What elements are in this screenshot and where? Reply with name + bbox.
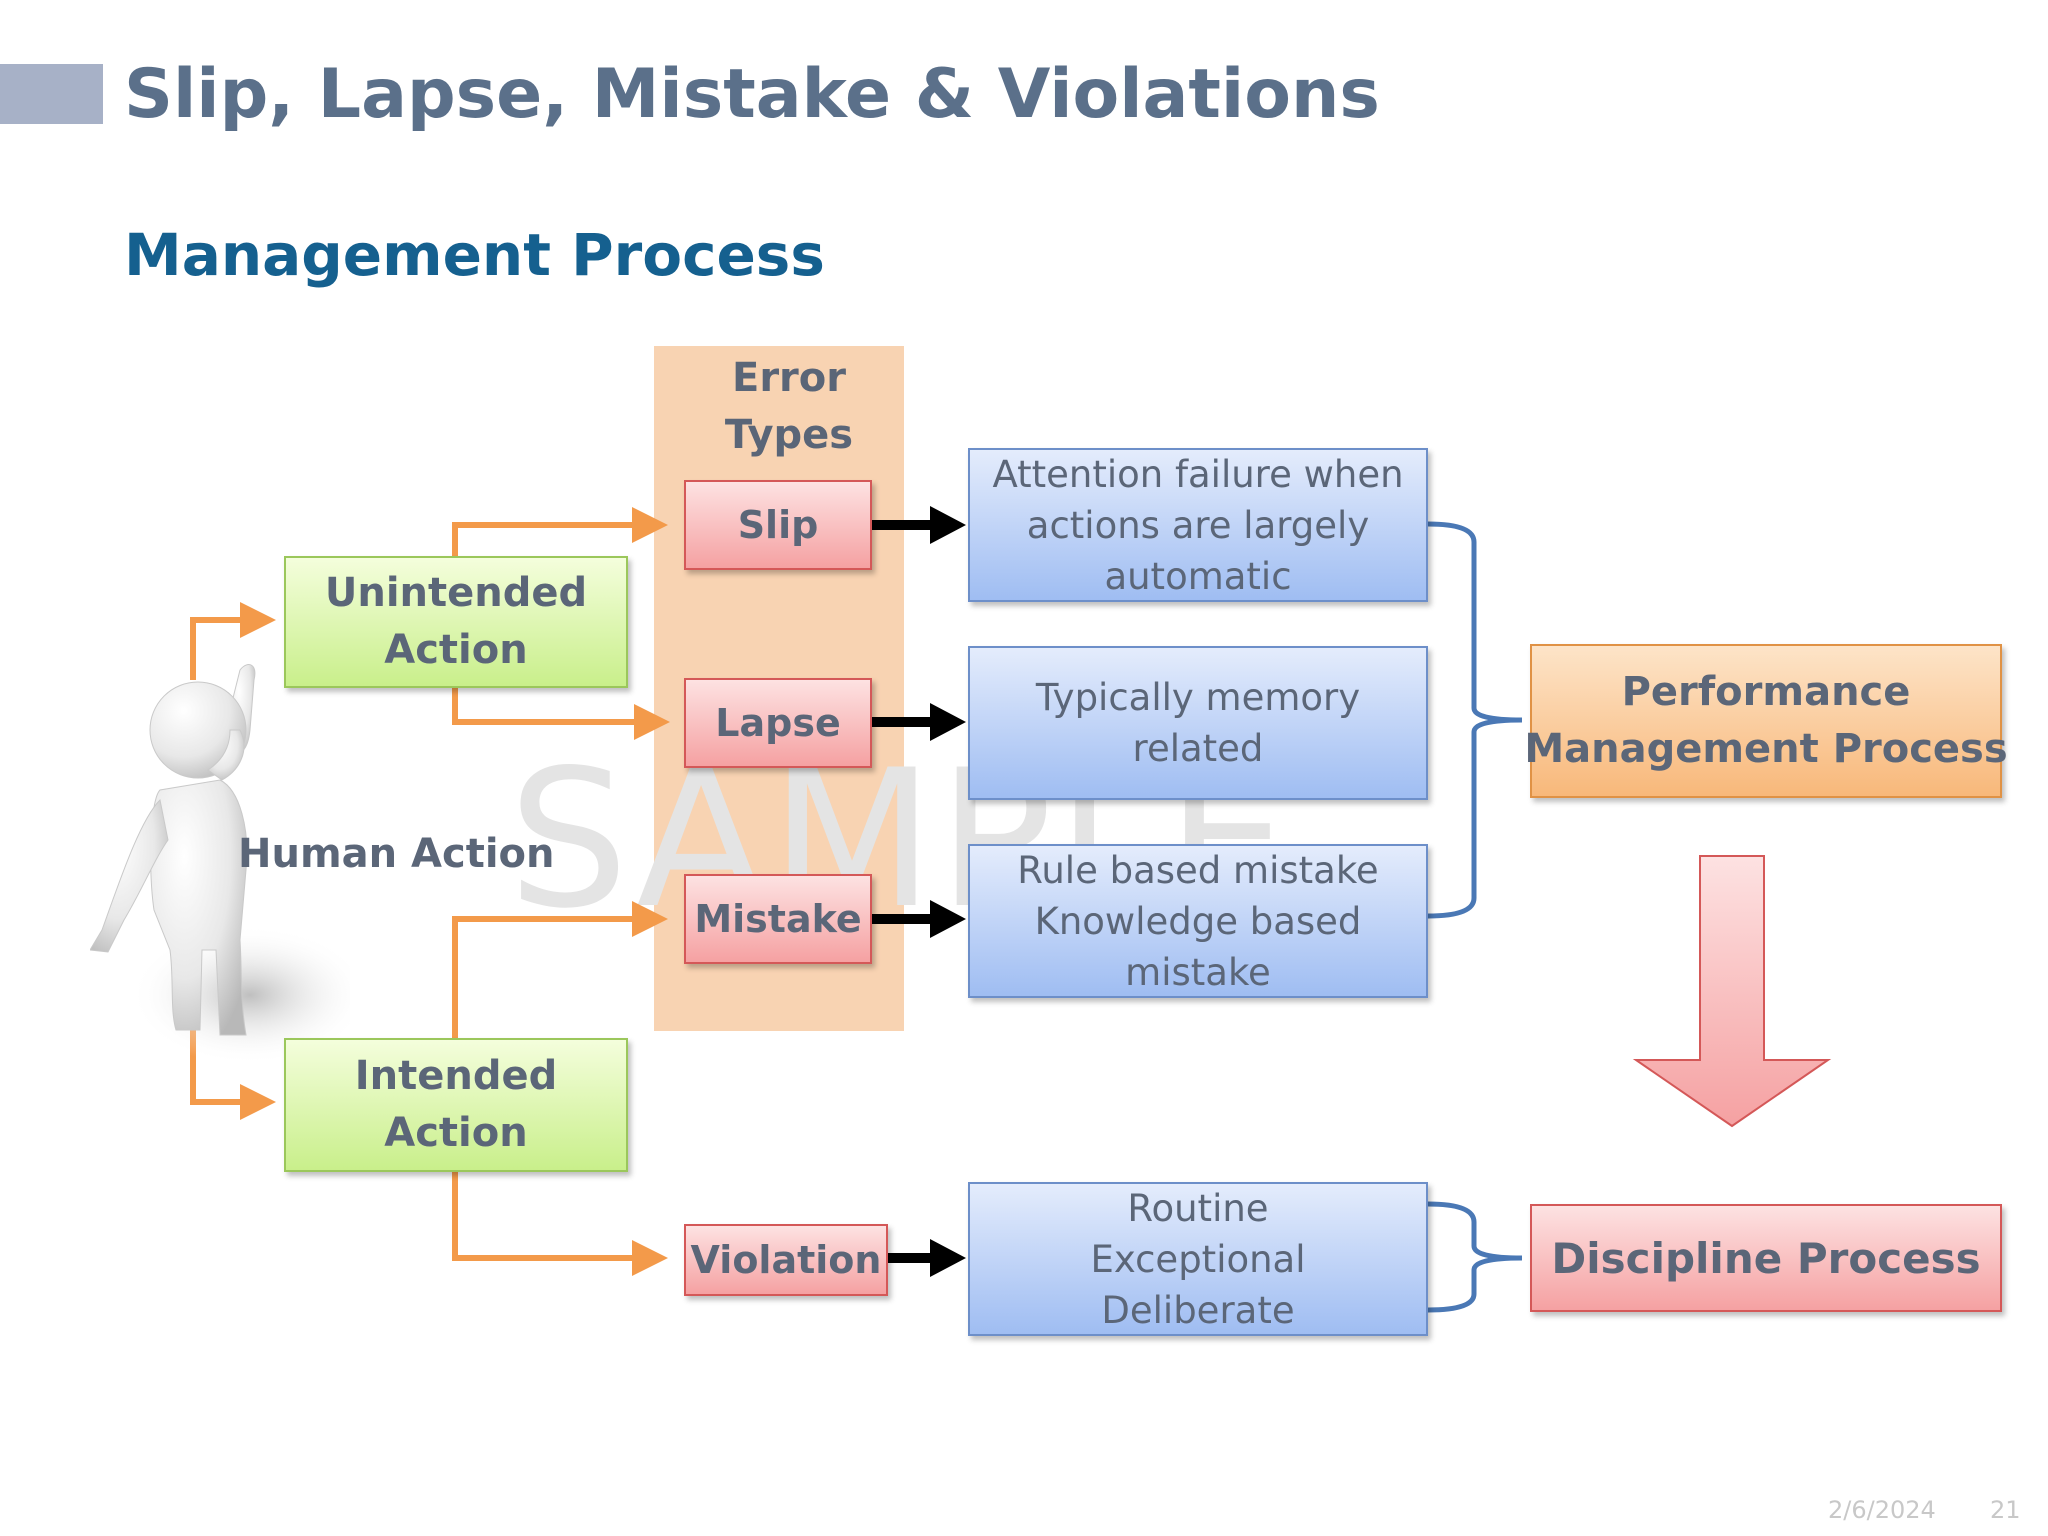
connector-unintended-lapse [452,688,670,740]
violation-description-box: Routine Exceptional Deliberate [968,1182,1428,1336]
title-accent-bar [0,64,103,124]
arrow-violation [888,1239,966,1277]
orange-connectors [190,507,670,1276]
error-types-title: Error Types [724,355,854,458]
slide-subtitle: Management Process [124,221,825,289]
discipline-process-box: Discipline Process [1530,1204,2002,1312]
arrow-slip [872,506,966,544]
connector-intended-violation [452,1172,668,1276]
arrow-lapse [872,703,966,741]
connector-unintended-slip [452,507,668,556]
down-arrow [1632,855,1832,1128]
intended-action-box: Intended Action [284,1038,628,1172]
mistake-description-box: Rule based mistake Knowledge based mista… [968,844,1428,998]
black-arrows [872,506,966,1277]
arrow-mistake [872,900,966,938]
violation-box: Violation [684,1224,888,1296]
bracket-performance [1427,521,1523,919]
performance-management-box: Performance Management Process [1524,644,2008,798]
bracket-discipline [1427,1201,1523,1313]
connector-intended-mistake [452,901,668,1038]
footer-page-number: 21 [1990,1496,2021,1524]
unintended-action-box: Unintended Action [284,556,628,688]
footer-date: 2/6/2024 [1828,1496,1936,1524]
slip-description-box: Attention failure when actions are large… [968,448,1428,602]
lapse-description-box: Typically memory related [968,646,1428,800]
mistake-box: Mistake [684,874,872,964]
slide-title: Slip, Lapse, Mistake & Violations [124,55,1380,134]
lapse-box: Lapse [684,678,872,768]
slip-box: Slip [684,480,872,570]
brackets [1427,521,1523,1313]
connector-human-unintended [190,602,276,680]
human-action-label: Human Action [238,831,555,877]
stick-figure-illustration [90,664,350,1065]
